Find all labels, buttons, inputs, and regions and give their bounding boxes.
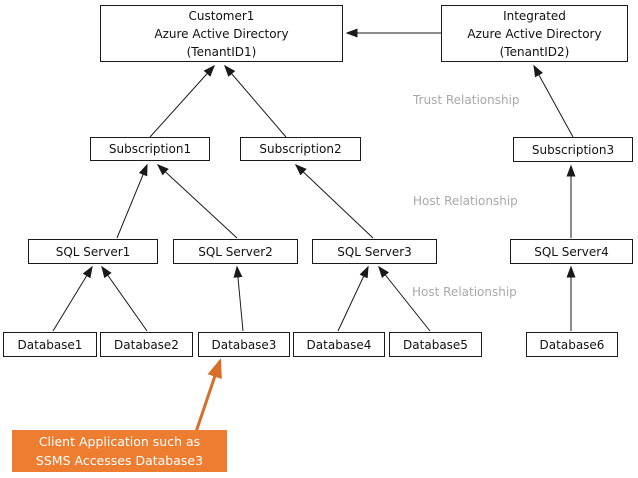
- label-host-relationship-lower: Host Relationship: [412, 285, 517, 299]
- arrow-database2-to-sql-server1: [101, 265, 148, 332]
- node-database5: Database5: [389, 332, 482, 357]
- arrow-sql-server3-to-subscription2: [294, 163, 374, 239]
- callout-client-application: Client Application such as SSMS Accesses…: [12, 430, 227, 472]
- node-database2: Database2: [100, 332, 193, 357]
- arrow-sql-server1-to-subscription1: [116, 163, 148, 239]
- node-sql-server4: SQL Server4: [510, 239, 633, 264]
- arrow-database4-to-sql-server3: [337, 265, 369, 332]
- arrow-database5-to-sql-server3: [378, 265, 431, 332]
- node-sql-server2: SQL Server2: [173, 239, 298, 264]
- node-database4: Database4: [293, 332, 385, 357]
- arrow-sql-server2-to-subscription1: [156, 163, 238, 239]
- label-host-relationship-upper: Host Relationship: [413, 194, 518, 208]
- node-customer1-azure-active-directory: Customer1 Azure Active Directory (Tenant…: [100, 5, 343, 62]
- arrow-database3-to-sql-server2: [233, 265, 244, 332]
- arrow-callout-to-database3: [194, 358, 222, 433]
- node-database3: Database3: [198, 332, 290, 357]
- node-subscription2: Subscription2: [240, 137, 361, 161]
- node-subscription1: Subscription1: [90, 137, 210, 161]
- node-sql-server1: SQL Server1: [28, 239, 158, 264]
- arrow-subscription1-to-customer1-aad: [149, 64, 216, 138]
- node-sql-server3: SQL Server3: [312, 239, 437, 264]
- node-subscription3: Subscription3: [513, 137, 633, 162]
- arrow-subscription2-to-customer1-aad: [224, 64, 287, 138]
- node-database6: Database6: [526, 332, 618, 357]
- arrow-subscription3-to-integrated-aad: [533, 64, 574, 138]
- node-database1: Database1: [3, 332, 97, 357]
- arrow-database1-to-sql-server1: [52, 265, 93, 332]
- label-trust-relationship: Trust Relationship: [413, 93, 520, 107]
- node-integrated-azure-active-directory: Integrated Azure Active Directory (Tenan…: [441, 5, 628, 62]
